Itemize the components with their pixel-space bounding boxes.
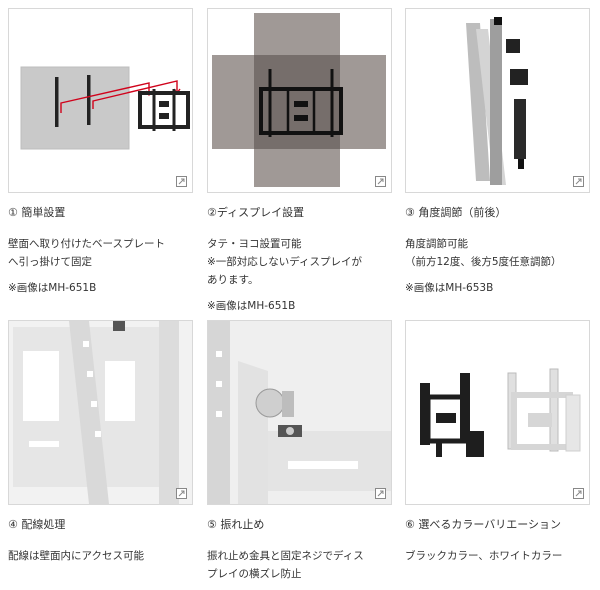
feature-description: 振れ止め金具と固定ネジでディス プレイの横ズレ防止 [207, 547, 392, 583]
description-line: タテ・ヨコ設置可能 [207, 238, 302, 250]
feature-description: タテ・ヨコ設置可能 ※一部対応しないディスプレイが あります。 ※画像はMH-6… [207, 235, 392, 315]
feature-image-wiring[interactable] [8, 320, 193, 505]
zoom-expand-icon[interactable] [573, 176, 584, 187]
description-line: 振れ止め金具と固定ネジでディス [207, 550, 364, 562]
description-line: 角度調節可能 [405, 238, 468, 250]
feature-card-color-variation: ⑥ 選べるカラーバリエーション ブラックカラー、ホワイトカラー [405, 320, 590, 565]
feature-image-tilt-adjust[interactable] [405, 8, 590, 193]
feature-description: ブラックカラー、ホワイトカラー [405, 547, 590, 565]
description-line: ※一部対応しないディスプレイが [207, 256, 363, 268]
zoom-expand-icon[interactable] [375, 176, 386, 187]
color-variation-illustration [420, 368, 581, 457]
wall-plate-illustration [20, 66, 190, 150]
feature-card-anti-sway: ⑤ 振れ止め 振れ止め金具と固定ネジでディス プレイの横ズレ防止 [207, 320, 392, 583]
description-line: （前方12度、後方5度任意調節） [405, 256, 562, 268]
description-line: あります。 [207, 274, 259, 286]
description-line: 壁面へ取り付けたベースプレート [8, 238, 165, 250]
tilt-bracket-illustration [466, 17, 528, 185]
feature-caption: ⑥ 選べるカラーバリエーション [405, 518, 562, 531]
feature-image-anti-sway[interactable] [207, 320, 392, 505]
anti-sway-illustration [208, 321, 391, 504]
feature-caption: ① 簡単設置 [8, 206, 66, 219]
feature-caption: ⑤ 振れ止め [207, 518, 265, 531]
feature-image-easy-install[interactable] [8, 8, 193, 193]
feature-description: 角度調節可能 （前方12度、後方5度任意調節） ※画像はMH-653B [405, 235, 590, 297]
zoom-expand-icon[interactable] [176, 176, 187, 187]
zoom-expand-icon[interactable] [573, 488, 584, 499]
description-line: ※画像はMH-653B [405, 282, 494, 294]
orientation-illustration [212, 13, 386, 187]
feature-image-color-variation[interactable] [405, 320, 590, 505]
feature-caption: ②ディスプレイ設置 [207, 206, 305, 219]
feature-caption: ④ 配線処理 [8, 518, 66, 531]
feature-card-display-install: ②ディスプレイ設置 タテ・ヨコ設置可能 ※一部対応しないディスプレイが あります… [207, 8, 392, 315]
feature-image-display-install[interactable] [207, 8, 392, 193]
description-line: へ引っ掛けて固定 [8, 256, 92, 268]
description-line: ブラックカラー、ホワイトカラー [405, 550, 563, 562]
description-line: ※画像はMH-651B [207, 300, 296, 312]
description-line: プレイの横ズレ防止 [207, 568, 302, 580]
feature-caption: ③ 角度調節（前後） [405, 206, 507, 219]
zoom-expand-icon[interactable] [375, 488, 386, 499]
feature-card-wiring: ④ 配線処理 配線は壁面内にアクセス可能 [8, 320, 193, 565]
feature-card-easy-install: ① 簡単設置 壁面へ取り付けたベースプレート へ引っ掛けて固定 ※画像はMH-6… [8, 8, 193, 297]
feature-description: 配線は壁面内にアクセス可能 [8, 547, 193, 565]
feature-description: 壁面へ取り付けたベースプレート へ引っ掛けて固定 ※画像はMH-651B [8, 235, 193, 297]
description-line: 配線は壁面内にアクセス可能 [8, 550, 144, 562]
zoom-expand-icon[interactable] [176, 488, 187, 499]
description-line: ※画像はMH-651B [8, 282, 97, 294]
feature-card-tilt-adjust: ③ 角度調節（前後） 角度調節可能 （前方12度、後方5度任意調節） ※画像はM… [405, 8, 590, 297]
wiring-access-illustration [9, 321, 192, 504]
